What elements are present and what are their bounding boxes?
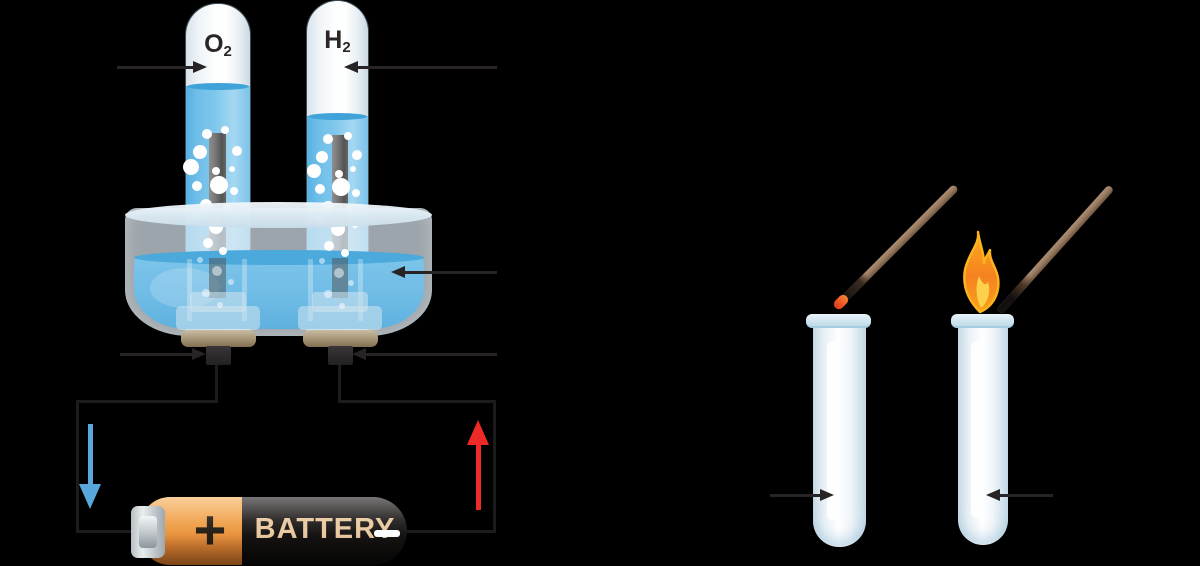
tube-wall-hint <box>358 259 363 321</box>
electrode-collar-right <box>303 330 378 347</box>
tube-wall-hint <box>242 259 247 321</box>
bubble <box>221 126 229 134</box>
test-tube-b <box>958 326 1008 545</box>
pointer-arrow-water-line <box>405 271 497 274</box>
bubble <box>335 170 343 178</box>
bubble <box>212 167 220 175</box>
wire-segment <box>76 400 79 533</box>
bubble <box>202 129 212 139</box>
wire-segment <box>338 400 496 403</box>
flame-outer <box>963 230 1000 314</box>
bubble <box>228 279 234 285</box>
battery-positive-terminal <box>131 506 165 558</box>
bubble <box>341 249 349 257</box>
bubble <box>352 150 362 160</box>
pointer-arrow-tube-a-line <box>770 494 820 497</box>
bubble <box>319 258 325 264</box>
hydrogen-gas-space <box>307 1 368 116</box>
test-tube-a-highlight <box>827 342 837 520</box>
wire-segment <box>215 364 218 402</box>
trough-rim <box>125 202 432 228</box>
bubble <box>350 166 356 172</box>
bubble <box>219 247 227 255</box>
battery-plus-sign: + <box>190 497 230 565</box>
pointer-arrow-left-terminal-line <box>120 353 192 356</box>
test-tube-a <box>813 326 866 547</box>
bubble <box>324 241 334 251</box>
bubble <box>192 181 202 191</box>
tube-water-surface <box>308 113 367 120</box>
oxygen-gas-label: O2 <box>204 30 232 60</box>
bubble <box>212 266 222 276</box>
battery-minus-bar <box>374 530 400 537</box>
bubble <box>332 178 350 196</box>
pointer-arrow-tube-a-head <box>820 489 834 501</box>
current-arrow-red-head <box>467 420 489 445</box>
bubble <box>307 164 321 178</box>
bubble <box>339 303 345 309</box>
wire-segment <box>404 530 496 533</box>
battery: + BATTERY <box>140 497 407 565</box>
electrode-collar-left <box>181 330 256 347</box>
wire-segment <box>493 400 496 533</box>
current-arrow-red-line <box>476 445 481 510</box>
bubble <box>210 176 228 194</box>
bubble <box>183 159 199 175</box>
electrode-holder <box>176 306 260 330</box>
test-tube-a-rim <box>806 314 871 328</box>
bubble <box>316 151 328 163</box>
test-tube-b-rim <box>951 314 1014 328</box>
hydrogen-gas-label: H2 <box>324 26 351 56</box>
wire-segment <box>76 530 152 533</box>
glowing-splint <box>831 183 960 312</box>
pointer-arrow-hydrogen-line <box>358 66 497 69</box>
bubble <box>344 132 352 140</box>
flame-inner <box>976 276 990 308</box>
bubble <box>315 184 325 194</box>
pointer-arrow-right-terminal-head <box>352 348 366 360</box>
pointer-arrow-left-terminal-head <box>192 348 206 360</box>
flame <box>963 230 1000 314</box>
bubble <box>352 189 360 197</box>
bubble <box>229 166 235 172</box>
bubble <box>323 134 333 144</box>
pointer-arrow-water-head <box>391 266 405 278</box>
bubble <box>197 257 203 263</box>
bubble <box>217 302 223 308</box>
bubble <box>193 145 207 159</box>
bubble <box>348 280 354 286</box>
battery-gloss <box>140 497 407 565</box>
electrode-holder <box>298 306 382 330</box>
bubble <box>230 187 238 195</box>
test-tube-b-highlight <box>971 342 981 518</box>
pointer-arrow-tube-b-head <box>986 489 1000 501</box>
tube-wall-hint <box>308 259 313 321</box>
bubble <box>202 289 210 297</box>
pointer-arrow-oxygen-head <box>193 61 207 73</box>
trough-water-surface <box>134 250 424 265</box>
current-arrow-blue-head <box>79 484 101 509</box>
bubble <box>232 146 242 156</box>
burning-splint <box>996 184 1115 315</box>
pointer-arrow-right-terminal-line <box>366 353 497 356</box>
battery-label: BATTERY <box>245 513 405 546</box>
tube-water-surface <box>187 83 249 90</box>
pointer-arrow-hydrogen-head <box>344 61 358 73</box>
wire-segment <box>76 400 218 403</box>
electrode-terminal-right <box>328 346 353 365</box>
pointer-arrow-oxygen-line <box>117 66 193 69</box>
bubble <box>334 268 344 278</box>
bubble <box>324 290 332 298</box>
bubble <box>203 238 213 248</box>
tube-wall-hint <box>187 259 192 321</box>
pointer-arrow-tube-b-line <box>1000 494 1053 497</box>
current-arrow-blue-line <box>88 424 93 486</box>
electrode-terminal-left <box>206 346 231 365</box>
wire-segment <box>338 364 341 402</box>
